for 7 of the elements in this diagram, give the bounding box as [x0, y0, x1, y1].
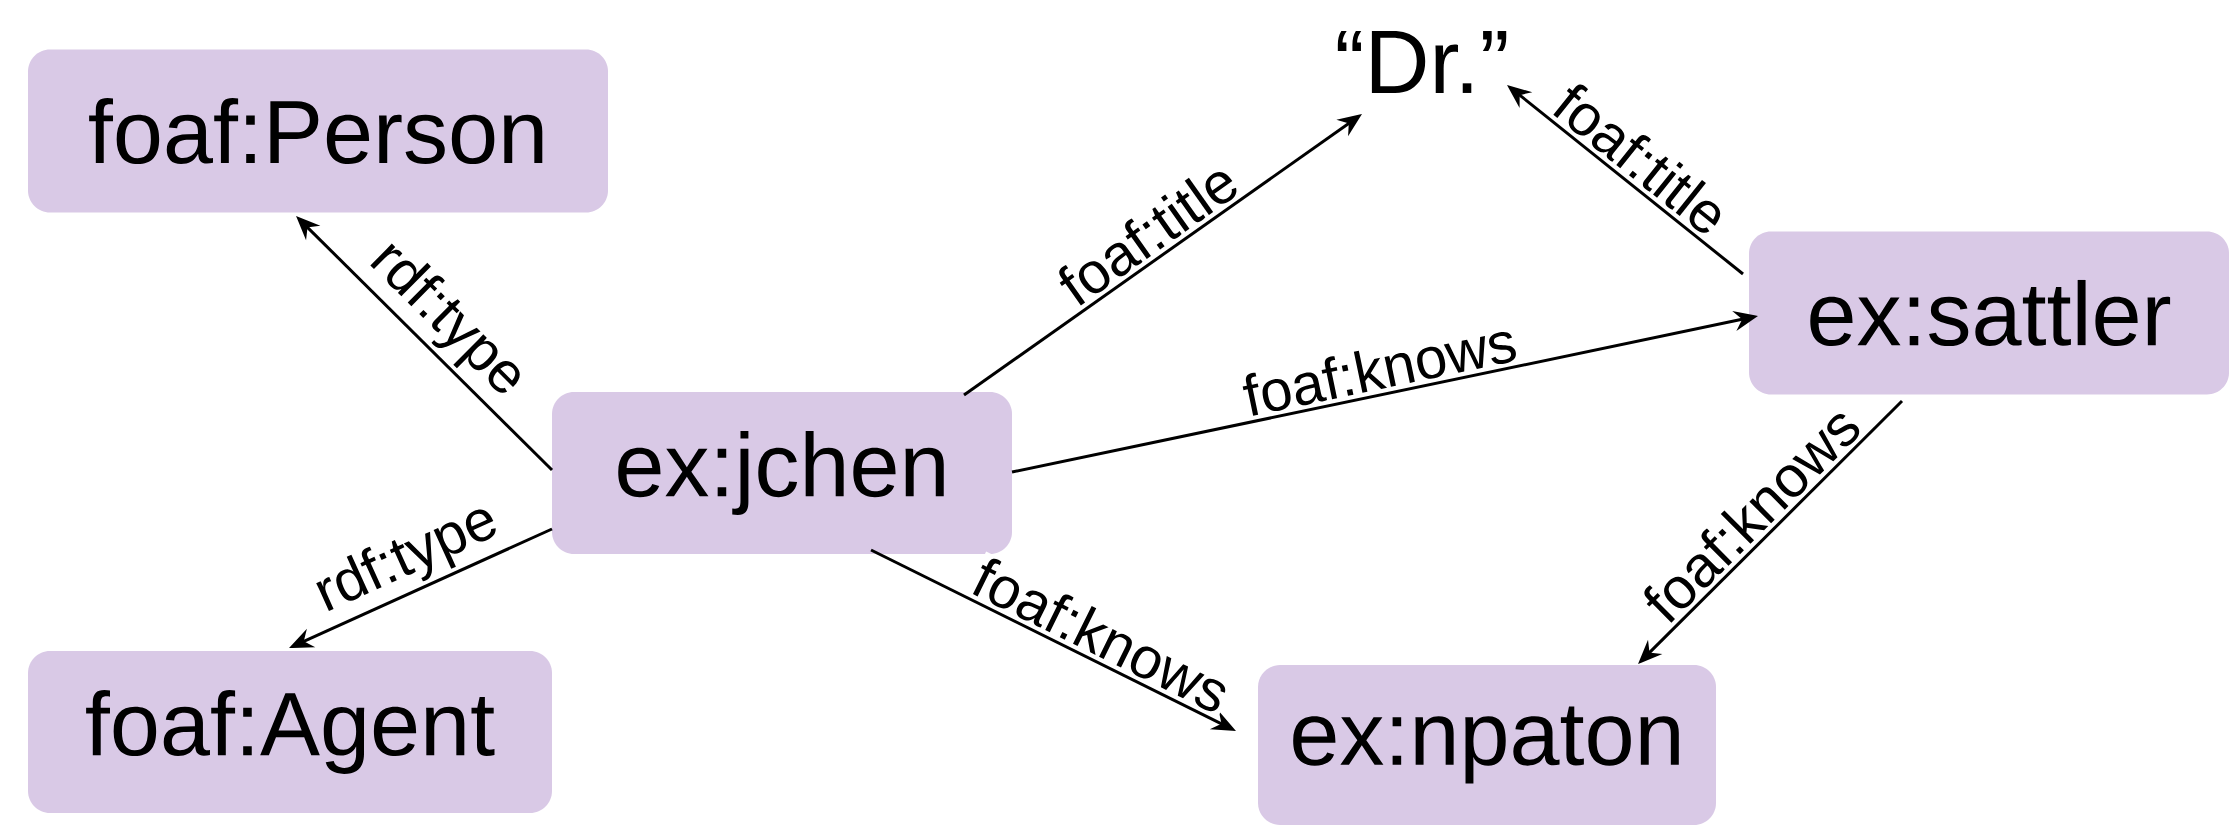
resource-box: ex:sattler — [1749, 231, 2229, 395]
literal-text: “Dr.” — [1337, 31, 1507, 93]
resource-box: ex:jchen — [552, 392, 1012, 554]
resource-box: ex:npaton — [1258, 665, 1716, 825]
resource-box: foaf:Person — [28, 49, 608, 213]
resource-box: foaf:Agent — [28, 651, 552, 813]
edge-label: foaf:knows — [1237, 316, 1522, 420]
